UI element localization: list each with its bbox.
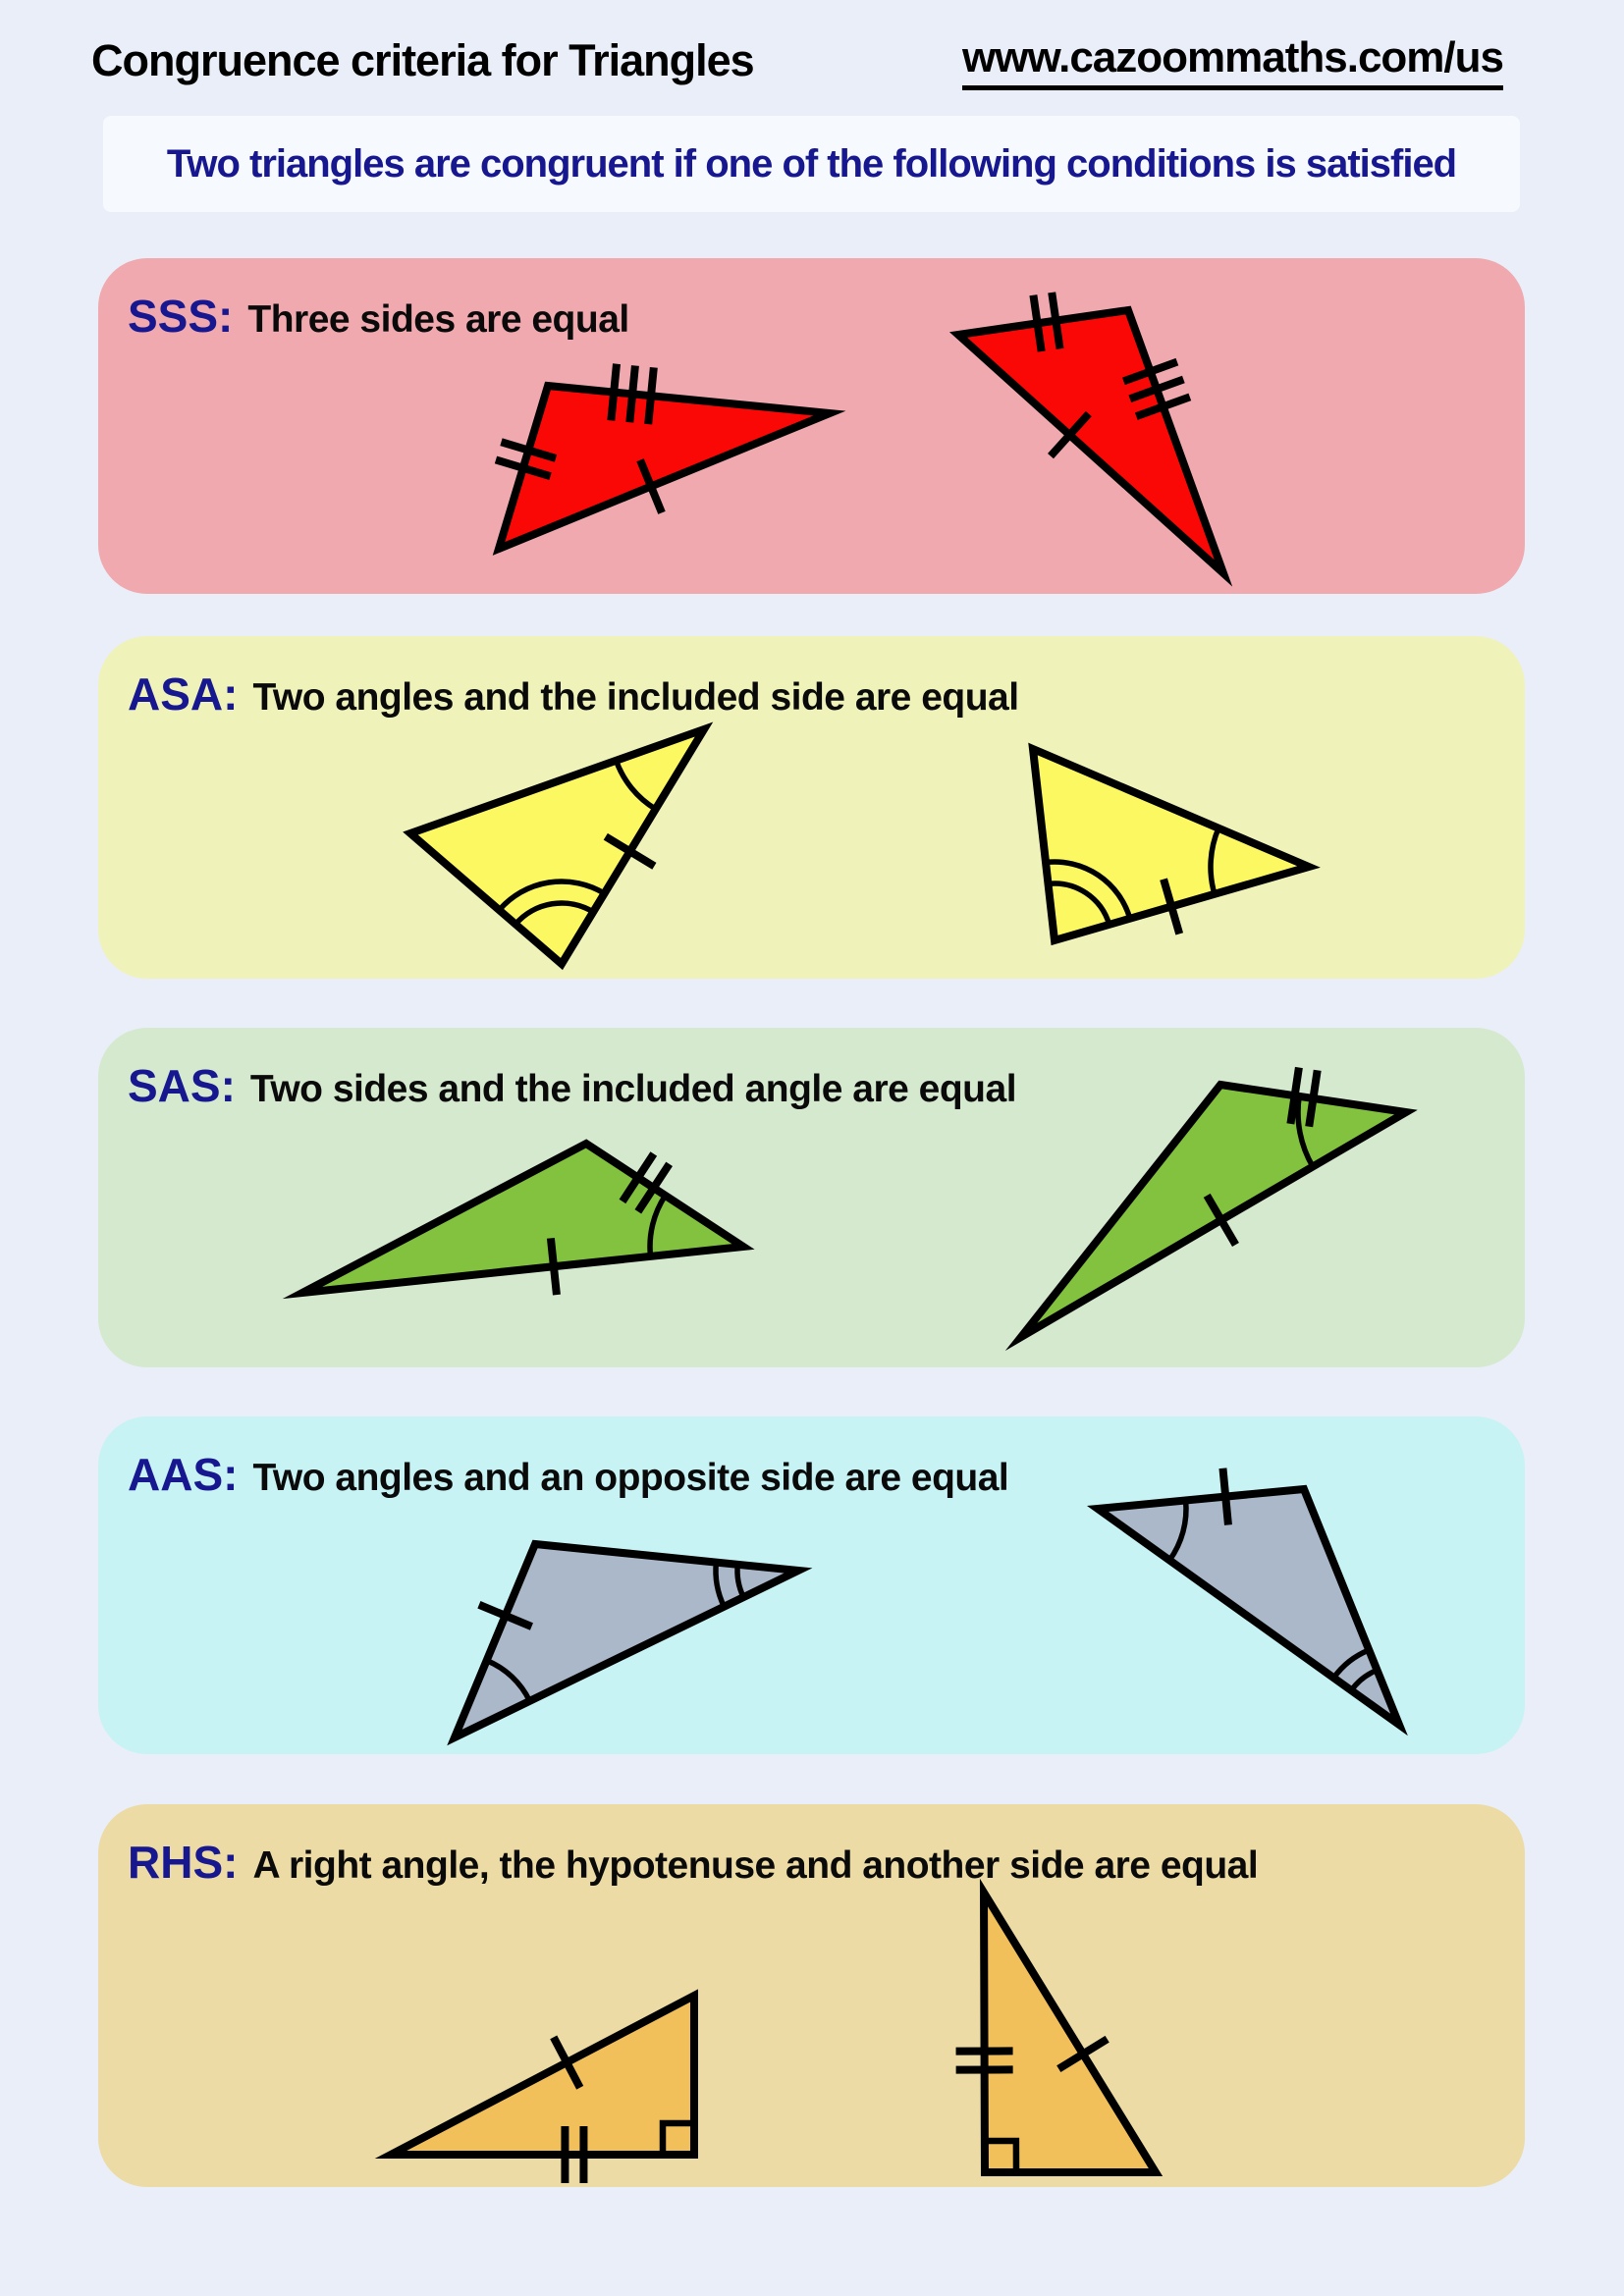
side-tick-mark (477, 1601, 533, 1630)
panel-title: SAS: Two sides and the included angle ar… (128, 1059, 1017, 1112)
panel-title: AAS: Two angles and an opposite side are… (128, 1448, 1009, 1501)
criterion-panel-rhs: RHS: A right angle, the hypotenuse and a… (98, 1804, 1525, 2187)
side-tick-mark (1203, 1193, 1239, 1247)
congruent-triangles-illustration (282, 1066, 1418, 1352)
side-tick-mark (634, 1161, 673, 1214)
triangle-shape (403, 721, 714, 971)
side-tick-mark (1286, 1066, 1303, 1125)
side-tick-mark (625, 365, 639, 423)
side-tick-mark (1048, 410, 1092, 459)
triangle-shape (447, 1539, 813, 1746)
triangle-group (492, 363, 846, 556)
triangle-shape (1028, 742, 1321, 946)
criterion-description: Three sides are equal (247, 298, 629, 341)
triangle-shape (282, 1139, 755, 1300)
subtitle-text: Two triangles are congruent if one of th… (166, 141, 1457, 186)
criterion-panel-sss: SSS: Three sides are equal (98, 258, 1525, 594)
triangle-shape (492, 381, 846, 556)
angle-arc (613, 759, 658, 812)
right-angle-marker (659, 2119, 694, 2155)
subtitle-strip: Two triangles are congruent if one of th… (103, 116, 1520, 212)
side-tick-mark (619, 1151, 658, 1204)
side-tick-mark (494, 455, 552, 480)
side-tick-mark (1048, 292, 1064, 349)
angle-arc (1045, 859, 1133, 920)
criterion-code: ASA: (128, 668, 239, 720)
criterion-description: A right angle, the hypotenuse and anothe… (252, 1844, 1259, 1887)
panel-title: RHS: A right angle, the hypotenuse and a… (128, 1836, 1259, 1889)
angle-arc (1348, 1667, 1379, 1692)
side-tick-mark (550, 2035, 584, 2090)
angle-arc (1295, 1095, 1316, 1168)
angle-arc (497, 879, 606, 912)
triangle-group (1028, 742, 1321, 946)
page-title: Congruence criteria for Triangles (91, 35, 755, 85)
triangle-shape (979, 1878, 1164, 2176)
triangle-shape (374, 1989, 698, 2159)
triangle-group (447, 1539, 813, 1746)
panel-title: SSS: Three sides are equal (128, 290, 629, 343)
angle-arc (734, 1564, 746, 1599)
panel-title: ASA: Two angles and the included side ar… (128, 667, 1019, 721)
side-tick-mark (1160, 878, 1184, 935)
side-tick-mark (1134, 393, 1192, 420)
triangle-group (403, 721, 714, 971)
triangle-group (282, 1139, 755, 1300)
side-tick-mark (644, 366, 658, 425)
criterion-code: SSS: (128, 291, 234, 342)
triangle-group (1086, 1468, 1408, 1736)
criterion-description: Two angles and the included side are equ… (252, 676, 1019, 719)
side-tick-mark (1029, 294, 1046, 352)
criterion-description: Two angles and an opposite side are equa… (252, 1457, 1009, 1499)
triangle-group (955, 1878, 1164, 2176)
side-tick-mark (1122, 357, 1179, 386)
triangle-group (948, 292, 1233, 587)
right-angle-marker (984, 2137, 1020, 2173)
angle-arc (1208, 827, 1221, 895)
triangle-shape (948, 305, 1233, 587)
triangle-group (374, 1989, 698, 2183)
angle-arc (1331, 1647, 1371, 1680)
criterion-panel-aas: AAS: Two angles and an opposite side are… (98, 1416, 1525, 1754)
angle-arc (713, 1562, 727, 1608)
criterion-panel-asa: ASA: Two angles and the included side ar… (98, 636, 1525, 979)
side-tick-mark (500, 438, 558, 462)
congruent-triangles-illustration (403, 721, 1321, 971)
criterion-code: AAS: (128, 1449, 239, 1500)
angle-arc (513, 900, 595, 927)
side-tick-mark (607, 363, 621, 421)
congruent-triangles-illustration (447, 1468, 1408, 1746)
criterion-code: RHS: (128, 1837, 239, 1888)
criterion-code: SAS: (128, 1060, 236, 1111)
angle-arc (485, 1657, 532, 1703)
side-tick-mark (636, 458, 666, 514)
side-tick-mark (603, 832, 657, 870)
side-tick-mark (546, 1237, 561, 1296)
side-tick-mark (1128, 375, 1185, 403)
side-tick-mark (1056, 2035, 1110, 2073)
angle-arc (1166, 1500, 1189, 1563)
triangle-shape (1086, 1484, 1408, 1736)
angle-arc (647, 1194, 668, 1257)
angle-arc (1048, 881, 1112, 926)
congruent-triangles-illustration (492, 292, 1233, 587)
congruent-triangles-illustration (374, 1878, 1164, 2183)
website-url-link[interactable]: www.cazoommaths.com/us (962, 33, 1504, 90)
criterion-description: Two sides and the included angle are equ… (249, 1068, 1017, 1110)
side-tick-mark (1305, 1069, 1322, 1128)
triangle-group (1004, 1066, 1418, 1352)
criterion-panel-sas: SAS: Two sides and the included angle ar… (98, 1028, 1525, 1367)
side-tick-mark (1218, 1468, 1232, 1525)
